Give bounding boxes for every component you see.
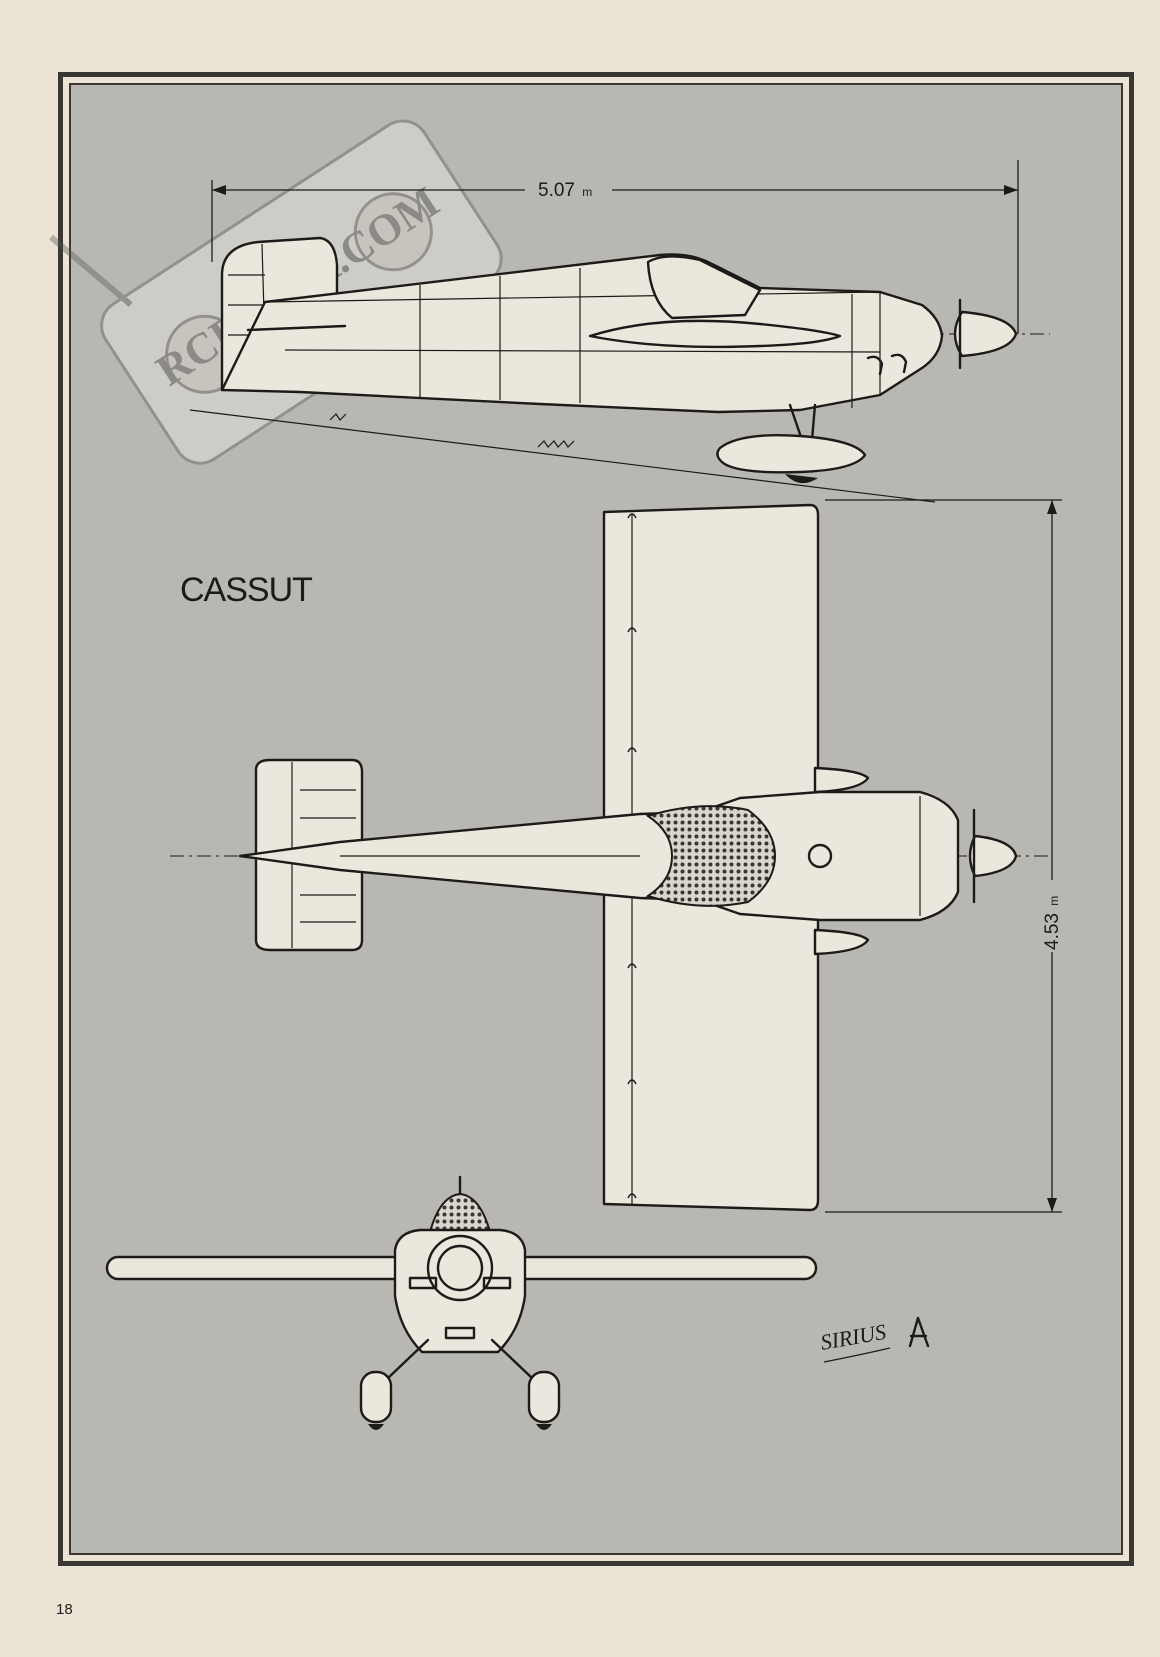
front-view — [105, 1175, 818, 1430]
artist-signature: SIRIUS — [819, 1316, 930, 1363]
length-unit: m — [582, 185, 592, 199]
aircraft-title: CASSUT — [180, 571, 312, 609]
side-view — [189, 236, 1050, 503]
page-number: 18 — [56, 1601, 73, 1618]
signature-text: SIRIUS — [819, 1319, 888, 1355]
svg-text:4.53 m: 4.53 m — [1042, 896, 1063, 950]
length-dimension: 5.07 m — [211, 160, 1019, 334]
svg-text:5.07 m: 5.07 m — [538, 180, 592, 201]
top-view — [170, 503, 1050, 1212]
span-unit: m — [1047, 896, 1061, 906]
length-label: 5.07 — [538, 180, 575, 201]
outer-frame — [58, 72, 1134, 1566]
span-dimension: 4.53 m — [825, 499, 1064, 1213]
span-label: 4.53 — [1042, 913, 1063, 950]
